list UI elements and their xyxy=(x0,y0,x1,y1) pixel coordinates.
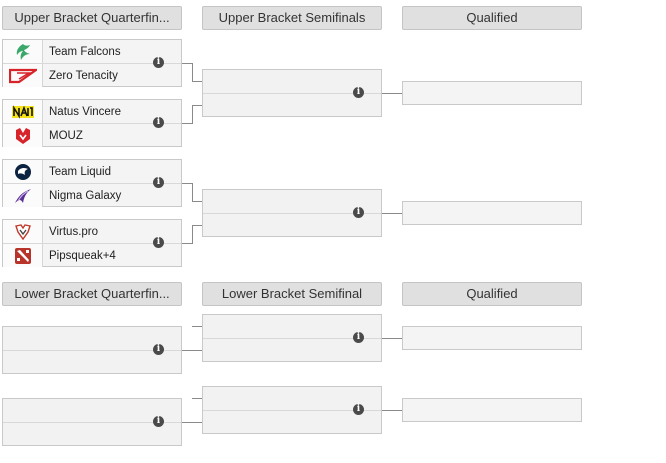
upper-semifinals-header: Upper Bracket Semifinals xyxy=(202,6,382,30)
upper-sf-match-1[interactable]: i xyxy=(202,69,382,117)
connector-line xyxy=(182,183,193,184)
lower-qualified-slot-1[interactable] xyxy=(402,326,582,350)
upper-qf-match-4[interactable]: Virtus.pro Pipsqueak+4 i xyxy=(2,219,182,267)
team-row[interactable]: MOUZ xyxy=(3,124,181,147)
team-name: Natus Vincere xyxy=(49,105,122,118)
connector-line xyxy=(182,350,202,351)
navi-logo-icon xyxy=(3,100,43,123)
connector-line xyxy=(192,63,193,82)
nigma-galaxy-logo-icon xyxy=(3,184,43,207)
divider xyxy=(203,213,381,214)
lower-sf-match-1[interactable]: i xyxy=(202,314,382,362)
connector-line xyxy=(382,410,402,411)
upper-quarterfinals-header: Upper Bracket Quarterfin... xyxy=(2,6,182,30)
zero-tenacity-logo-icon xyxy=(3,64,43,87)
divider xyxy=(203,410,381,411)
connector-line xyxy=(382,213,402,214)
team-name: MOUZ xyxy=(49,129,83,142)
connector-line xyxy=(182,123,193,124)
lower-qf-match-1[interactable]: i xyxy=(2,326,182,374)
team-name: Virtus.pro xyxy=(49,225,99,238)
info-icon[interactable]: i xyxy=(153,344,164,355)
connector-line xyxy=(192,225,202,226)
info-icon[interactable]: i xyxy=(153,117,164,128)
upper-qf-match-1[interactable]: Team Falcons Zero Tenacity i xyxy=(2,39,182,87)
team-name: Team Falcons xyxy=(49,45,121,58)
info-icon[interactable]: i xyxy=(353,404,364,415)
team-liquid-logo-icon xyxy=(3,160,43,183)
upper-qualified-header: Qualified xyxy=(402,6,582,30)
connector-line xyxy=(182,422,202,423)
connector-line xyxy=(192,105,193,124)
team-row[interactable]: Pipsqueak+4 xyxy=(3,244,181,267)
divider xyxy=(203,338,381,339)
upper-qualified-slot-1[interactable] xyxy=(402,81,582,105)
connector-line xyxy=(192,81,202,82)
team-row[interactable]: Zero Tenacity xyxy=(3,64,181,87)
upper-qf-match-2[interactable]: Natus Vincere MOUZ i xyxy=(2,99,182,147)
connector-line xyxy=(192,326,202,327)
info-icon[interactable]: i xyxy=(153,237,164,248)
upper-sf-match-2[interactable]: i xyxy=(202,189,382,237)
falcons-logo-icon xyxy=(3,40,43,63)
mouz-logo-icon xyxy=(3,124,43,147)
lower-qualified-header: Qualified xyxy=(402,282,582,306)
connector-line xyxy=(192,201,202,202)
dota-logo-icon xyxy=(3,244,43,267)
team-name: Zero Tenacity xyxy=(49,69,118,82)
connector-line xyxy=(382,93,402,94)
upper-qualified-slot-2[interactable] xyxy=(402,201,582,225)
team-row[interactable]: Team Liquid xyxy=(3,160,181,183)
connector-line xyxy=(192,105,202,106)
divider xyxy=(3,183,181,184)
connector-line xyxy=(382,338,402,339)
lower-sf-match-2[interactable]: i xyxy=(202,386,382,434)
info-icon[interactable]: i xyxy=(153,177,164,188)
divider xyxy=(203,93,381,94)
connector-line xyxy=(182,63,193,64)
divider xyxy=(3,123,181,124)
lower-qf-match-2[interactable]: i xyxy=(2,398,182,446)
connector-line xyxy=(192,398,202,399)
connector-line xyxy=(182,243,193,244)
team-name: Team Liquid xyxy=(49,165,112,178)
connector-line xyxy=(192,225,193,244)
lower-semifinal-header: Lower Bracket Semifinal xyxy=(202,282,382,306)
info-icon[interactable]: i xyxy=(353,87,364,98)
lower-qualified-slot-2[interactable] xyxy=(402,398,582,422)
team-row[interactable]: Natus Vincere xyxy=(3,100,181,123)
team-row[interactable]: Nigma Galaxy xyxy=(3,184,181,207)
divider xyxy=(3,63,181,64)
team-name: Pipsqueak+4 xyxy=(49,249,116,262)
info-icon[interactable]: i xyxy=(153,57,164,68)
info-icon[interactable]: i xyxy=(353,332,364,343)
divider xyxy=(3,422,181,423)
upper-qf-match-3[interactable]: Team Liquid Nigma Galaxy i xyxy=(2,159,182,207)
connector-line xyxy=(192,183,193,202)
virtus-pro-logo-icon xyxy=(3,220,43,243)
team-row[interactable]: Virtus.pro xyxy=(3,220,181,243)
team-row[interactable]: Team Falcons xyxy=(3,40,181,63)
team-name: Nigma Galaxy xyxy=(49,189,122,202)
lower-quarterfinals-header: Lower Bracket Quarterfin... xyxy=(2,282,182,306)
divider xyxy=(3,243,181,244)
divider xyxy=(3,350,181,351)
info-icon[interactable]: i xyxy=(153,416,164,427)
info-icon[interactable]: i xyxy=(353,207,364,218)
